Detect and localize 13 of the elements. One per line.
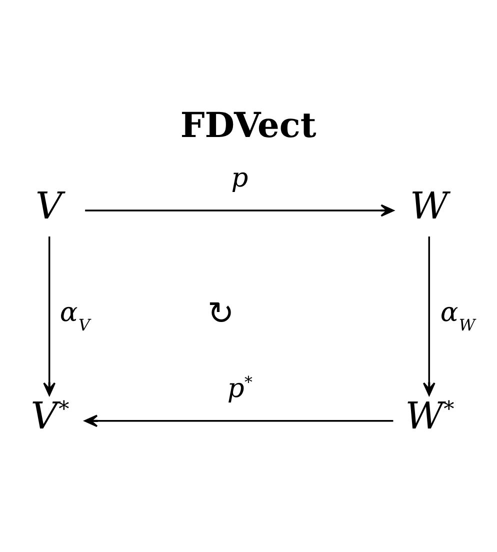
diagram-title: FDVect	[180, 106, 316, 146]
node-text: W	[410, 184, 448, 228]
label: ↻	[207, 296, 234, 332]
edge-label: α$_{V}$	[60, 296, 90, 334]
arrow	[422, 236, 436, 396]
arrow	[84, 414, 394, 428]
node-text: W$^{*}$	[405, 394, 454, 438]
edge-label: α$_{W}$	[440, 296, 476, 334]
arrow	[43, 236, 56, 396]
edge-label: p	[231, 162, 248, 194]
node-text: V$^{*}$	[30, 394, 70, 438]
arrow	[85, 204, 394, 217]
edge-label: p$^{*}$	[227, 372, 252, 404]
